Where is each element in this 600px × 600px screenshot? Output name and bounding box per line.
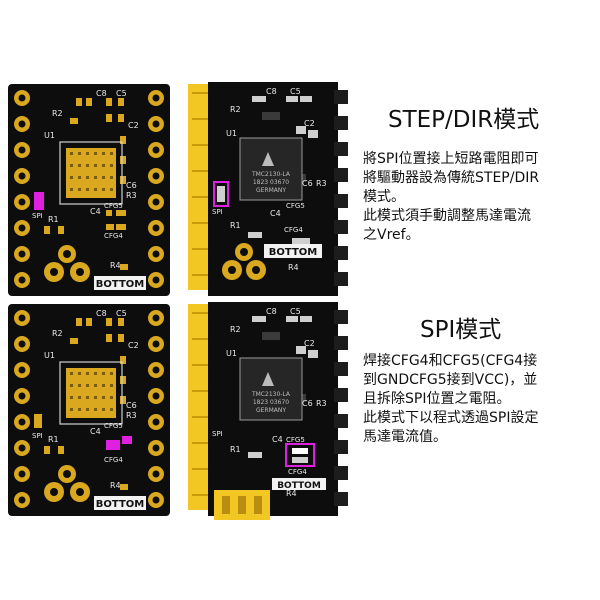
label-c4: C4: [90, 427, 101, 436]
label-c5: C5: [290, 87, 301, 96]
label-r3: R3: [126, 191, 137, 200]
label-c5: C5: [116, 309, 127, 318]
label-r1: R1: [230, 221, 241, 230]
label-c8: C8: [266, 87, 277, 96]
svg-text:C8: C8: [266, 307, 277, 316]
label-r3: R3: [126, 411, 137, 420]
label-c8: C8: [96, 309, 107, 318]
svg-text:R2: R2: [230, 325, 241, 334]
label-bottom: BOTTOM: [96, 499, 144, 510]
desc-line: 焊接CFG4和CFG5(CFG4接: [363, 353, 538, 369]
cfg-highlight: [106, 440, 120, 450]
label-u1: U1: [44, 351, 55, 360]
board-bottom-view-spi: U1 R2 C8 C5 C2 C6 R3 C4 CFG5 CFG4 SPI R1…: [8, 304, 170, 516]
label-spi: SPI: [212, 208, 223, 216]
board-top-view-spi: TMC2130-LA 1823 03670 GERMANY R2 C8 C5 U…: [188, 302, 348, 520]
desc-line: 此模式下以程式透過SPI設定: [363, 410, 539, 426]
label-cfg4: CFG4: [104, 232, 123, 240]
svg-text:C4: C4: [272, 435, 283, 444]
section-title-spi: SPI模式: [420, 317, 502, 343]
spi-resistor-highlight: [213, 181, 229, 207]
label-r3: R3: [316, 179, 327, 188]
desc-line: 將驅動器設為傳統STEP/DIR: [363, 170, 540, 186]
desc-line: 到GNDCFG5接到VCC)，並: [363, 372, 538, 388]
label-r2: R2: [230, 105, 241, 114]
label-c2: C2: [128, 121, 139, 130]
label-bottom: BOTTOM: [96, 279, 144, 290]
svg-text:R3: R3: [316, 399, 327, 408]
svg-text:R4: R4: [286, 489, 297, 498]
svg-text:1823 03670: 1823 03670: [253, 399, 289, 406]
label-c4: C4: [270, 209, 281, 218]
label-r1: R1: [48, 215, 59, 224]
label-c6: C6: [302, 179, 313, 188]
svg-text:C6: C6: [302, 399, 313, 408]
svg-text:TMC2130-LA: TMC2130-LA: [251, 391, 291, 398]
label-spi: SPI: [32, 212, 43, 220]
board-top-view-stepdir: TMC2130-LA 1823 03670 GERMANY R2 C8 C5 U…: [188, 82, 348, 296]
label-u1: U1: [226, 129, 237, 138]
label-r4: R4: [110, 261, 121, 270]
tmc2130-chip: TMC2130-LA 1823 03670 GERMANY: [239, 137, 303, 201]
svg-text:TMC2130-LA: TMC2130-LA: [251, 171, 291, 178]
label-cfg5: CFG5: [104, 422, 123, 430]
svg-text:GERMANY: GERMANY: [256, 407, 286, 414]
spi-highlight: [34, 192, 44, 210]
label-c6: C6: [126, 401, 137, 410]
label-spi: SPI: [32, 432, 43, 440]
label-cfg4: CFG4: [284, 226, 303, 234]
label-r2: R2: [52, 329, 63, 338]
desc-line: 將SPI位置接上短路電阻即可: [363, 151, 539, 167]
desc-line: 之Vref。: [363, 227, 420, 243]
desc-line: 且拆除SPI位置之電阻。: [363, 391, 511, 407]
chip-footprint: [59, 141, 123, 205]
label-c2: C2: [304, 119, 315, 128]
bottom-mount-pads-top: [222, 243, 266, 280]
desc-line: 馬達電流值。: [363, 429, 447, 445]
svg-text:SPI: SPI: [212, 430, 223, 438]
label-r4: R4: [288, 263, 299, 272]
svg-text:CFG5: CFG5: [286, 436, 305, 444]
section-title-stepdir: STEP/DIR模式: [388, 107, 540, 133]
pin-header-right: [334, 90, 348, 286]
svg-text:BOTTOM: BOTTOM: [277, 481, 321, 491]
cfg-jumper-highlight: [285, 443, 315, 467]
label-c8: C8: [96, 89, 107, 98]
label-c2: C2: [128, 341, 139, 350]
svg-text:R1: R1: [230, 445, 241, 454]
label-c6: C6: [126, 181, 137, 190]
svg-text:CFG4: CFG4: [288, 468, 307, 476]
svg-text:GERMANY: GERMANY: [256, 187, 286, 194]
label-c4: C4: [90, 207, 101, 216]
section-desc-spi: 焊接CFG4和CFG5(CFG4接 到GNDCFG5接到VCC)，並 且拆除SP…: [363, 352, 538, 447]
cfg-highlight-2: [122, 436, 132, 444]
bottom-mount-pads: [44, 245, 90, 282]
label-r4: R4: [110, 481, 121, 490]
label-u1: U1: [44, 131, 55, 140]
section-desc-stepdir: 將SPI位置接上短路電阻即可 將驅動器設為傳統STEP/DIR 模式。 此模式須…: [363, 150, 539, 245]
label-bottom: BOTTOM: [269, 247, 317, 258]
label-r2: R2: [52, 109, 63, 118]
label-c5: C5: [116, 89, 127, 98]
svg-text:1823 03670: 1823 03670: [253, 179, 289, 186]
svg-text:C5: C5: [290, 307, 301, 316]
label-r1: R1: [48, 435, 59, 444]
label-cfg4: CFG4: [104, 456, 123, 464]
svg-text:C2: C2: [304, 339, 315, 348]
desc-line: 此模式須手動調整馬達電流: [363, 208, 531, 224]
board-bottom-view-stepdir: U1 R2 C8 C5 C2 C6 R3 C4 CFG5 CFG4 SPI R1…: [8, 84, 170, 296]
desc-line: 模式。: [363, 189, 405, 205]
svg-text:U1: U1: [226, 349, 237, 358]
label-cfg5: CFG5: [104, 202, 123, 210]
label-cfg5: CFG5: [286, 202, 305, 210]
